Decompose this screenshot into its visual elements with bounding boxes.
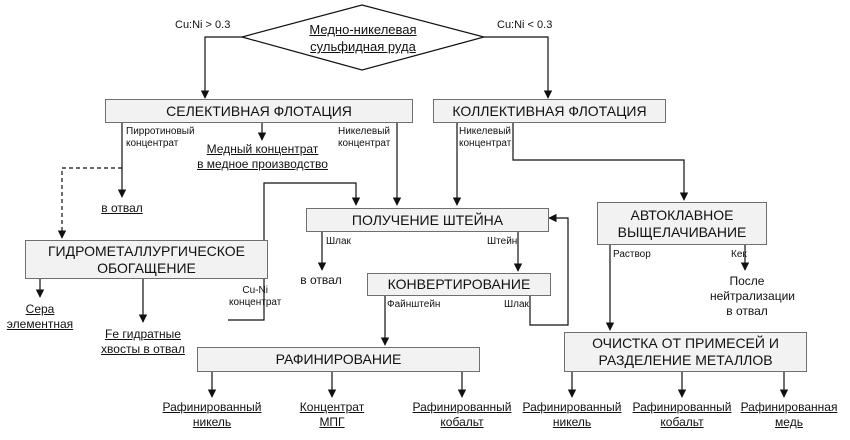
box-collective-flotation: КОЛЛЕКТИВНАЯ ФЛОТАЦИЯ	[433, 99, 666, 123]
label-pyrrhotite: Пирротиновый концентрат	[126, 126, 195, 149]
label-solution: Раствор	[613, 249, 651, 260]
output-sulfur: Сера элементная	[6, 302, 74, 331]
output-dump-2: в отвал	[300, 273, 342, 287]
label-cuni: Cu-Ni концентрат	[229, 285, 282, 308]
edge-convert-slag	[529, 213, 569, 326]
output-refined-nickel-2: Рафинированный никель	[522, 400, 622, 429]
edge-collective-autoclave	[512, 123, 689, 201]
ratio-left: Cu:Ni > 0.3	[175, 19, 231, 31]
output-after-neutralization: После нейтрализации в отвал	[710, 274, 796, 318]
label-nickel-selective: Никелевый концентрат	[338, 126, 391, 149]
box-hydrometallurgy: ГИДРОМЕТАЛЛУРГИЧЕСКОЕ ОБОГАЩЕНИЕ	[25, 240, 268, 279]
edge-ore-selective	[200, 36, 242, 99]
output-pgm-concentrate: Концентрат МПГ	[299, 400, 365, 429]
output-copper-concentrate: Медный концентрат в медное производство	[197, 142, 328, 171]
output-fe-tails: Fe гидратные хвосты в отвал	[101, 327, 185, 356]
box-purification: ОЧИСТКА ОТ ПРИМЕСЕЙ И РАЗДЕЛЕНИЕ МЕТАЛЛО…	[564, 332, 807, 372]
edge-ore-collective	[484, 36, 553, 99]
label-slag-2: Шлак	[504, 299, 529, 310]
box-converting: КОНВЕРТИРОВАНИЕ	[367, 273, 551, 296]
ratio-right: Cu:Ni < 0.3	[497, 19, 553, 31]
label-slag-1: Шлак	[326, 236, 351, 247]
ore-diamond	[239, 4, 487, 71]
box-selective-flotation: СЕЛЕКТИВНАЯ ФЛОТАЦИЯ	[105, 99, 413, 123]
label-matte: Штейн	[487, 236, 518, 247]
output-refined-copper: Рафинированная медь	[740, 400, 838, 429]
edge-hydro-cuni	[228, 182, 361, 321]
label-fine-matte: Файнштейн	[387, 299, 441, 310]
box-matte: ПОЛУЧЕНИЕ ШТЕЙНА	[306, 208, 549, 232]
label-cake: Кек	[731, 249, 747, 260]
output-refined-cobalt-2: Рафинированный кобальт	[632, 400, 732, 429]
output-dump-1: в отвал	[101, 201, 143, 215]
output-refined-nickel: Рафинированный никель	[162, 400, 262, 429]
edge-pyrrhotite-hydro	[57, 167, 122, 239]
label-nickel-collective: Никелевый концентрат	[459, 126, 512, 149]
ore-label: Медно-никелевая сульфидная руда	[309, 22, 417, 54]
box-refining: РАФИНИРОВАНИЕ	[197, 347, 480, 372]
box-autoclave: АВТОКЛАВНОЕ ВЫЩЕЛАЧИВАНИЕ	[597, 202, 767, 245]
output-refined-cobalt: Рафинированный кобальт	[412, 400, 512, 429]
